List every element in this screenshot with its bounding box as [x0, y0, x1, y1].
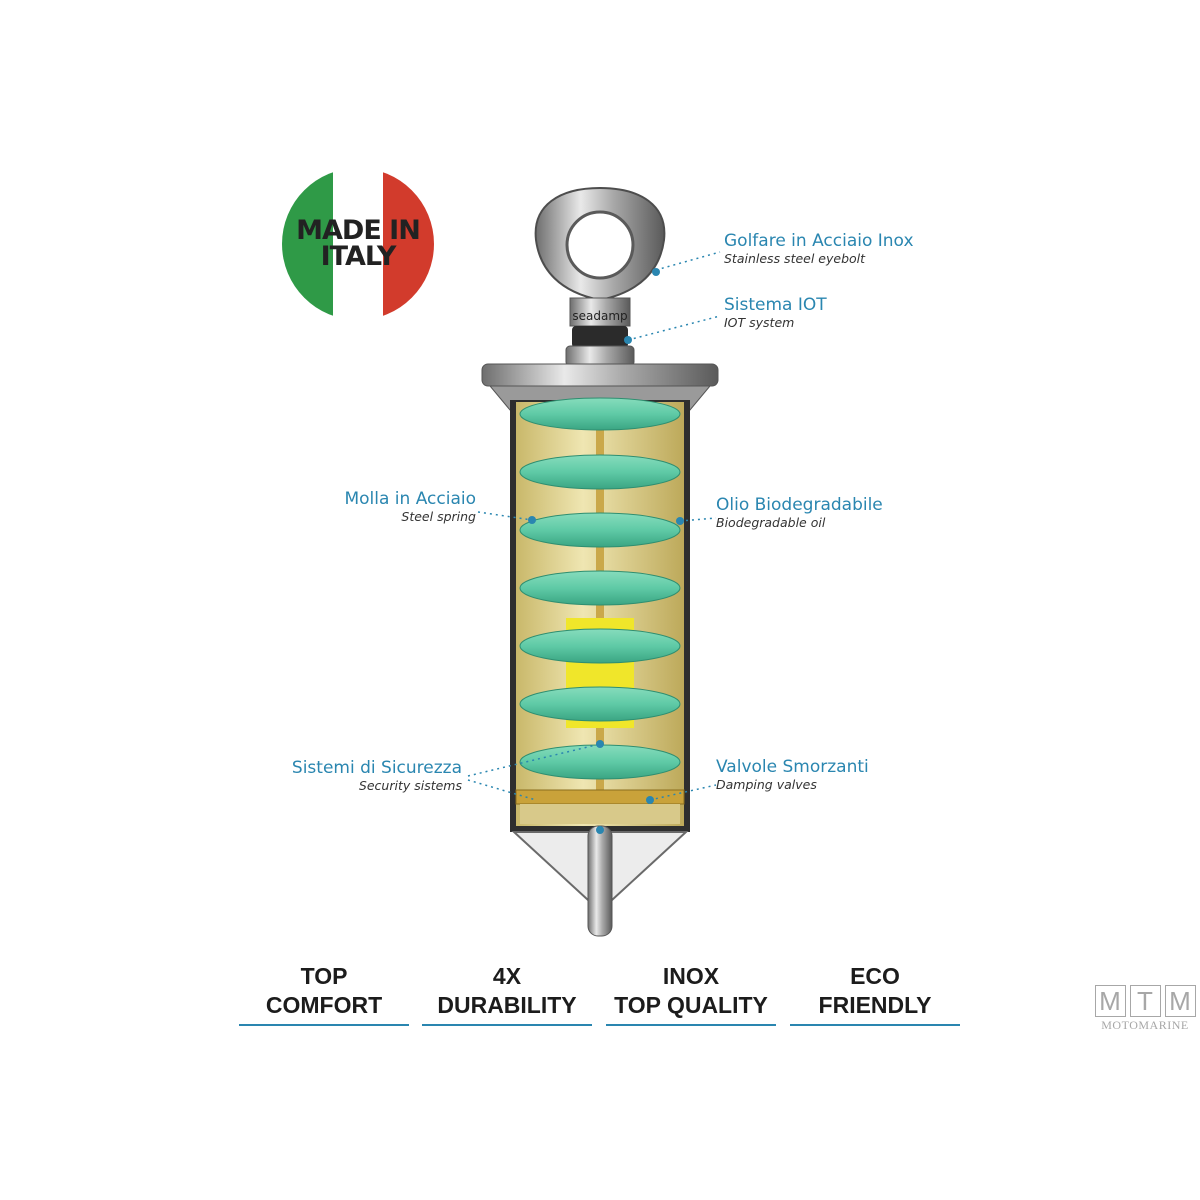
logo-letter-2: T [1129, 985, 1161, 1017]
feature-quality-line2: TOP QUALITY [614, 992, 768, 1018]
logo-letter-3: M [1164, 985, 1196, 1017]
label-spring-it: Molla in Acciaio [344, 489, 476, 509]
leader-lines [467, 251, 721, 801]
feature-underline [239, 1024, 409, 1026]
label-valves-it: Valvole Smorzanti [716, 757, 869, 777]
label-safety: Sistemi di Sicurezza Security sistems [244, 758, 462, 794]
label-safety-en: Security sistems [358, 778, 462, 793]
bottom-mount [511, 825, 689, 937]
logo-letter-1: M [1094, 985, 1126, 1017]
feature-durability: 4X DURABILITY [422, 962, 592, 1026]
feature-durability-line2: DURABILITY [437, 992, 577, 1018]
label-valves: Valvole Smorzanti Damping valves [716, 757, 869, 793]
brand-mark: seadamp [572, 309, 627, 323]
made-in-italy-badge: MADE IN ITALY [282, 168, 434, 320]
label-eyebolt: Golfare in Acciaio Inox Stainless steel … [724, 231, 914, 267]
motomarine-logo: M T M MOTOMARINE [1093, 985, 1197, 1033]
label-oil-it: Olio Biodegradabile [716, 495, 883, 515]
label-oil-en: Biodegradable oil [716, 515, 826, 530]
feature-underline [422, 1024, 592, 1026]
badge-text: MADE IN ITALY [282, 168, 434, 320]
label-eyebolt-en: Stainless steel eyebolt [724, 251, 866, 266]
steel-spring [519, 397, 681, 780]
feature-underline [790, 1024, 960, 1026]
piston-rod [596, 404, 604, 824]
feature-comfort: TOP COMFORT [239, 962, 409, 1026]
label-iot-en: IOT system [724, 315, 795, 330]
label-spring: Molla in Acciaio Steel spring [300, 489, 476, 525]
badge-line-2: ITALY [320, 241, 397, 272]
iot-module [565, 326, 635, 367]
feature-eco: ECO FRIENDLY [790, 962, 960, 1026]
label-eyebolt-it: Golfare in Acciaio Inox [724, 231, 914, 251]
flag-white-band [332, 168, 384, 320]
eyebolt [534, 186, 666, 327]
label-safety-it: Sistemi di Sicurezza [291, 758, 462, 778]
label-valves-en: Damping valves [716, 777, 817, 792]
label-iot-it: Sistema IOT [724, 295, 827, 315]
feature-quality-line1: INOX [662, 963, 720, 989]
feature-eco-line2: FRIENDLY [818, 992, 932, 1018]
feature-durability-line1: 4X [492, 963, 522, 989]
feature-quality: INOX TOP QUALITY [606, 962, 776, 1026]
leader-dots [528, 268, 684, 834]
logo-wordmark: MOTOMARINE [1101, 1018, 1189, 1032]
feature-comfort-line1: TOP [300, 963, 348, 989]
feature-comfort-line2: COMFORT [265, 992, 383, 1018]
label-oil: Olio Biodegradabile Biodegradable oil [716, 495, 883, 531]
badge-line-1: MADE IN [296, 215, 421, 246]
label-iot: Sistema IOT IOT system [724, 295, 827, 331]
label-spring-en: Steel spring [401, 509, 476, 524]
damping-valves [515, 789, 685, 824]
feature-eco-line1: ECO [850, 963, 900, 989]
feature-underline [606, 1024, 776, 1026]
